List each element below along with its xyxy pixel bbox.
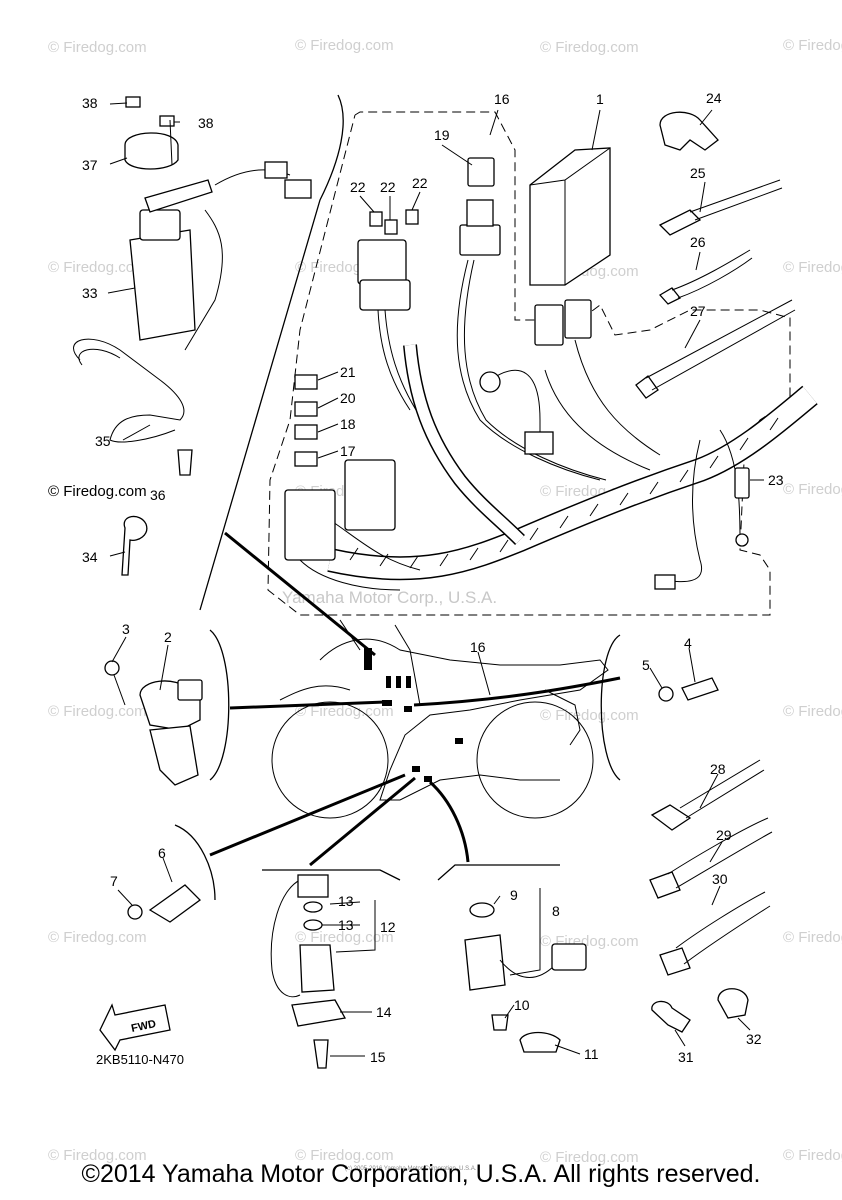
part-drawings: [73, 96, 796, 1069]
callout-36: 36: [150, 487, 166, 503]
callout-13: 13: [338, 893, 354, 909]
callout-11: 11: [584, 1046, 599, 1062]
watermark: © Firedog.com: [295, 1147, 394, 1164]
callout-8: 8: [552, 903, 560, 919]
callout-labels: 38 38 37 33 35 36 34 16 1 24 25 26 27 19…: [82, 90, 784, 1065]
callout-3: 3: [122, 621, 130, 637]
callout-18: 18: [340, 416, 356, 432]
callout-28: 28: [710, 761, 726, 777]
callout-35: 35: [95, 433, 111, 449]
firedog-caption: © Firedog.com: [48, 483, 147, 500]
callout-14: 14: [376, 1004, 392, 1020]
callout-16: 16: [494, 91, 510, 107]
callout-22: 22: [412, 175, 428, 191]
diagram-code: 2KB5110-N470: [96, 1052, 184, 1067]
callout-13: 13: [338, 917, 354, 933]
callout-22: 22: [350, 179, 366, 195]
callout-7: 7: [110, 873, 118, 889]
callout-31: 31: [678, 1049, 694, 1065]
tiny-copyright: (c) 2005-2016 Yamaha Motor Corporation, …: [345, 1166, 477, 1172]
callout-12: 12: [380, 919, 396, 935]
callout-19: 19: [434, 127, 450, 143]
watermark: © Firedog.com: [783, 259, 842, 276]
callout-33: 33: [82, 285, 98, 301]
watermark: © Firedog.com: [540, 39, 639, 56]
callout-5: 5: [642, 657, 650, 673]
callout-6: 6: [158, 845, 166, 861]
callout-38: 38: [198, 115, 214, 131]
callout-26: 26: [690, 234, 706, 250]
callout-25: 25: [690, 165, 706, 181]
callout-37: 37: [82, 157, 98, 173]
watermark: © Firedog.com: [540, 707, 639, 724]
callout-30: 30: [712, 871, 728, 887]
callout-38: 38: [82, 95, 98, 111]
callout-1: 1: [596, 91, 604, 107]
callout-24: 24: [706, 90, 722, 106]
callout-29: 29: [716, 827, 732, 843]
fwd-arrow: [99, 1003, 171, 1052]
watermark: © Firedog.com: [783, 37, 842, 54]
watermark: © Firedog.com: [48, 703, 147, 720]
main-wire-harness: [299, 259, 818, 591]
callout-16: 16: [470, 639, 486, 655]
callout-22: 22: [380, 179, 396, 195]
watermark: © Firedog.com: [48, 1147, 147, 1164]
callout-4: 4: [684, 635, 692, 651]
callout-15: 15: [370, 1049, 386, 1065]
callout-27: 27: [690, 303, 706, 319]
watermark: © Firedog.com: [48, 39, 147, 56]
callout-20: 20: [340, 390, 356, 406]
watermark: © Firedog.com: [783, 1147, 842, 1164]
watermark: © Firedog.com: [783, 481, 842, 498]
watermark: © Firedog.com: [48, 259, 147, 276]
watermark: © Firedog.com: [295, 929, 394, 946]
fwd-label: FWD: [130, 1018, 157, 1035]
watermark-center: Yamaha Motor Corp., U.S.A.: [282, 588, 497, 607]
watermark: © Firedog.com: [783, 703, 842, 720]
callout-leaders: [107, 102, 764, 1057]
callout-34: 34: [82, 549, 98, 565]
callout-10: 10: [514, 997, 530, 1013]
callout-2: 2: [164, 629, 172, 645]
callout-32: 32: [746, 1031, 762, 1047]
watermark: © Firedog.com: [783, 929, 842, 946]
watermark: © Firedog.com: [48, 929, 147, 946]
callout-23: 23: [768, 472, 784, 488]
frame-lines: [199, 94, 791, 616]
callout-17: 17: [340, 443, 356, 459]
motorcycle-outline: [271, 619, 609, 819]
watermark: © Firedog.com: [540, 1149, 639, 1166]
callout-21: 21: [340, 364, 356, 380]
callout-9: 9: [510, 887, 518, 903]
copyright-footer: ©2014 Yamaha Motor Corporation, U.S.A. A…: [81, 1160, 761, 1188]
watermark: © Firedog.com: [295, 703, 394, 720]
watermark: © Firedog.com: [295, 37, 394, 54]
heavy-leaders: [174, 531, 621, 901]
